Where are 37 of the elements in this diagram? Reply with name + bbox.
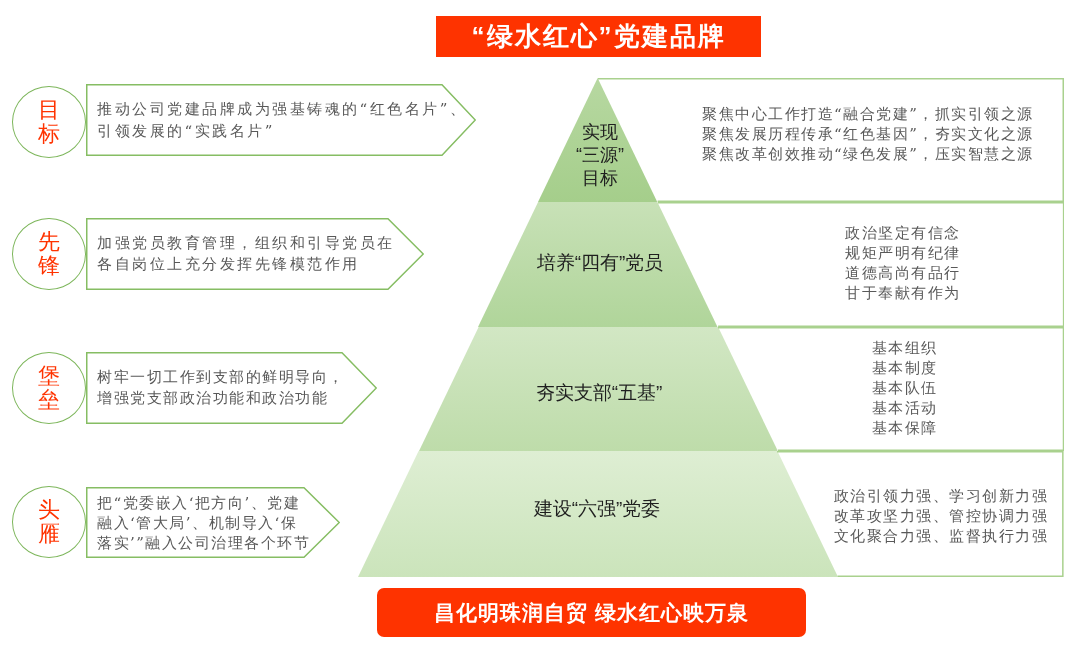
list-item-text: 基本队伍 <box>872 378 938 398</box>
pyramid-tier <box>538 78 658 202</box>
bordered-panel <box>777 451 1064 577</box>
category-label: 先锋 <box>38 229 60 279</box>
list-item-text: 基本活动 <box>872 398 938 418</box>
tier-label: 夯实支部“五基” <box>535 381 663 405</box>
category-label: 头雁 <box>38 497 60 547</box>
list-item-text: 改革攻坚力强、管控协调力强 <box>833 506 1049 526</box>
list-item-text: 规矩严明有纪律 <box>845 243 961 263</box>
arrow-shaped-box <box>86 352 377 424</box>
title-banner: “绿水红心”党建品牌 <box>436 16 761 57</box>
list-item-text: 聚焦发展历程传承“红色基因”，夯实文化之源 <box>702 124 1034 144</box>
arrow-shaped-box <box>86 487 340 558</box>
description-text: 把“党委嵌入‘把方向’、党建融入‘管大局’、机制导入‘保落实’”融入公司治理各个环节 <box>97 492 312 553</box>
category-label: 堡垒 <box>38 363 60 413</box>
list-item-text: 聚焦中心工作打造“融合党建”，抓实引领之源 <box>702 104 1034 124</box>
description-text: 推动公司党建品牌成为强基铸魂的“红色名片”、引领发展的“实践名片” <box>97 99 469 142</box>
category-label: 目标 <box>38 97 60 147</box>
list-item-text: 基本保障 <box>872 418 938 438</box>
arrow-shaped-box <box>86 218 424 290</box>
pyramid-tier <box>418 327 778 451</box>
description-text: 树牢一切工作到支部的鲜明导向，增强党支部政治功能和政治功能 <box>97 367 346 409</box>
list-item-text: 文化聚合力强、监督执行力强 <box>833 526 1049 546</box>
list-item-text: 基本组织 <box>872 338 938 358</box>
list-item-text: 基本制度 <box>872 358 938 378</box>
list-item-text: 聚焦改革创效推动“绿色发展”，压实智慧之源 <box>702 144 1034 164</box>
tier-label: 建设“六强”党委 <box>533 497 661 521</box>
list-item-text: 政治引领力强、学习创新力强 <box>833 486 1049 506</box>
list-item-text: 政治坚定有信念 <box>845 223 961 243</box>
slogan-banner: 昌化明珠润自贸 绿水红心映万泉 <box>377 588 806 637</box>
bordered-panel <box>717 327 1064 451</box>
list-item-text: 甘于奉献有作为 <box>845 283 961 303</box>
tier-label: 实现“三源”目标 <box>575 120 625 190</box>
tier-label: 培养“四有”党员 <box>536 251 664 275</box>
list-item-text: 道德高尚有品行 <box>845 263 961 283</box>
description-text: 加强党员教育管理，组织和引导党员在各自岗位上充分发挥先锋模范作用 <box>97 233 396 275</box>
arrow-shaped-box <box>86 84 476 156</box>
